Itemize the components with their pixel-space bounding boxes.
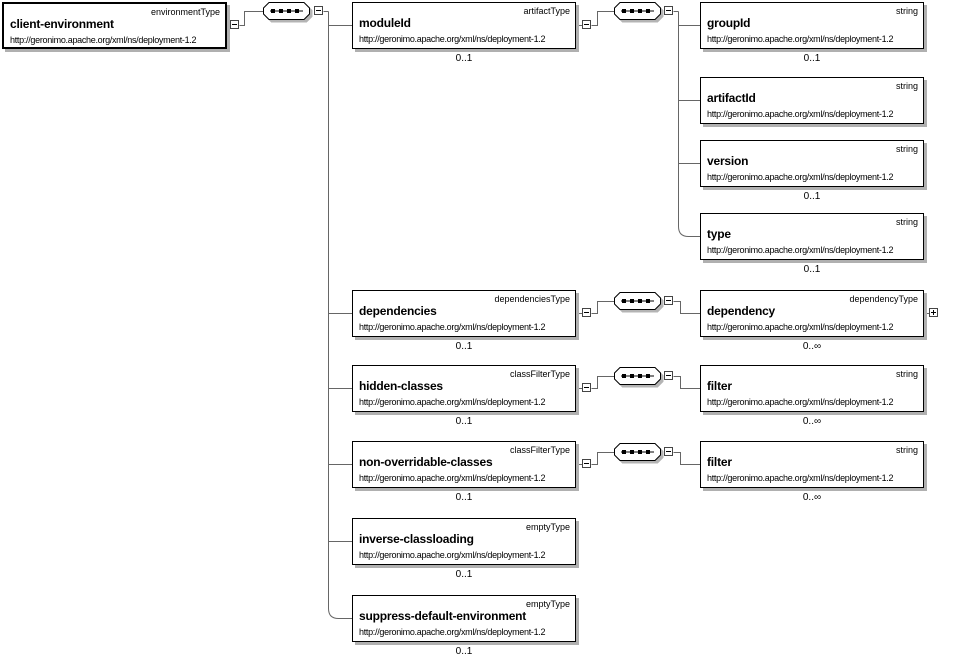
sequence-icon[interactable] <box>614 443 664 464</box>
collapse-icon[interactable] <box>314 6 323 15</box>
element-name: version <box>707 154 749 168</box>
collapse-icon[interactable] <box>230 20 239 29</box>
element-namespace: http://geronimo.apache.org/xml/ns/deploy… <box>359 550 546 560</box>
element-namespace: http://geronimo.apache.org/xml/ns/deploy… <box>707 172 894 182</box>
collapse-icon[interactable] <box>582 459 591 468</box>
type-label: string <box>895 369 918 379</box>
element-namespace: http://geronimo.apache.org/xml/ns/deploy… <box>707 473 894 483</box>
collapse-icon[interactable] <box>664 6 673 15</box>
collapse-icon[interactable] <box>664 371 673 380</box>
collapse-icon[interactable] <box>664 447 673 456</box>
collapse-icon[interactable] <box>582 308 591 317</box>
element-name: filter <box>707 455 732 469</box>
sequence-icon[interactable] <box>614 367 664 388</box>
occurrence-label: 0..1 <box>455 53 473 64</box>
element-namespace: http://geronimo.apache.org/xml/ns/deploy… <box>707 245 894 255</box>
occurrence-label: 0..1 <box>803 191 821 202</box>
occurrence-label: 0..1 <box>455 492 473 503</box>
element-inverse-classloading[interactable]: emptyType inverse-classloading http://ge… <box>352 518 576 565</box>
element-suppress-default-environment[interactable]: emptyType suppress-default-environment h… <box>352 595 576 642</box>
type-label: artifactType <box>523 6 570 16</box>
element-name: type <box>707 227 731 241</box>
element-namespace: http://geronimo.apache.org/xml/ns/deploy… <box>707 322 894 332</box>
occurrence-label: 0..1 <box>803 264 821 275</box>
type-label: classFilterType <box>509 369 570 379</box>
element-hidden-classes[interactable]: classFilterType hidden-classes http://ge… <box>352 365 576 412</box>
element-version[interactable]: string version http://geronimo.apache.or… <box>700 140 924 187</box>
type-label: environmentType <box>150 7 220 17</box>
occurrence-label: 0..1 <box>455 646 473 657</box>
occurrence-label: 0..∞ <box>802 492 822 503</box>
element-filter[interactable]: string filter http://geronimo.apache.org… <box>700 441 924 488</box>
element-name: hidden-classes <box>359 379 443 393</box>
element-name: dependencies <box>359 304 437 318</box>
element-namespace: http://geronimo.apache.org/xml/ns/deploy… <box>359 627 546 637</box>
element-namespace: http://geronimo.apache.org/xml/ns/deploy… <box>707 34 894 44</box>
type-label: string <box>895 144 918 154</box>
occurrence-label: 0..1 <box>803 53 821 64</box>
element-moduleId[interactable]: artifactType moduleId http://geronimo.ap… <box>352 2 576 49</box>
type-label: string <box>895 81 918 91</box>
element-non-overridable-classes[interactable]: classFilterType non-overridable-classes … <box>352 441 576 488</box>
type-label: string <box>895 217 918 227</box>
collapse-icon[interactable] <box>582 383 591 392</box>
type-label: dependencyType <box>849 294 918 304</box>
type-label: classFilterType <box>509 445 570 455</box>
sequence-icon[interactable] <box>263 2 313 23</box>
element-client-environment[interactable]: environmentType client-environment http:… <box>2 2 227 49</box>
element-type[interactable]: string type http://geronimo.apache.org/x… <box>700 213 924 260</box>
element-dependencies[interactable]: dependenciesType dependencies http://ger… <box>352 290 576 337</box>
collapse-icon[interactable] <box>664 296 673 305</box>
element-dependency[interactable]: dependencyType dependency http://geronim… <box>700 290 924 337</box>
element-namespace: http://geronimo.apache.org/xml/ns/deploy… <box>359 322 546 332</box>
element-namespace: http://geronimo.apache.org/xml/ns/deploy… <box>707 109 894 119</box>
element-namespace: http://geronimo.apache.org/xml/ns/deploy… <box>707 397 894 407</box>
element-name: inverse-classloading <box>359 532 474 546</box>
element-namespace: http://geronimo.apache.org/xml/ns/deploy… <box>359 397 546 407</box>
collapse-icon[interactable] <box>582 20 591 29</box>
element-artifactId[interactable]: string artifactId http://geronimo.apache… <box>700 77 924 124</box>
element-filter[interactable]: string filter http://geronimo.apache.org… <box>700 365 924 412</box>
element-name: filter <box>707 379 732 393</box>
element-namespace: http://geronimo.apache.org/xml/ns/deploy… <box>359 473 546 483</box>
element-namespace: http://geronimo.apache.org/xml/ns/deploy… <box>10 35 197 45</box>
element-namespace: http://geronimo.apache.org/xml/ns/deploy… <box>359 34 546 44</box>
occurrence-label: 0..∞ <box>802 416 822 427</box>
occurrence-label: 0..1 <box>455 341 473 352</box>
type-label: emptyType <box>525 599 570 609</box>
element-name: groupId <box>707 16 751 30</box>
type-label: string <box>895 445 918 455</box>
element-name: dependency <box>707 304 776 318</box>
element-name: moduleId <box>359 16 411 30</box>
occurrence-label: 0..∞ <box>802 341 822 352</box>
type-label: emptyType <box>525 522 570 532</box>
element-name: artifactId <box>707 91 756 105</box>
occurrence-label: 0..1 <box>455 569 473 580</box>
element-groupId[interactable]: string groupId http://geronimo.apache.or… <box>700 2 924 49</box>
sequence-icon[interactable] <box>614 2 664 23</box>
type-label: string <box>895 6 918 16</box>
element-name: client-environment <box>10 17 114 31</box>
type-label: dependenciesType <box>494 294 570 304</box>
element-name: non-overridable-classes <box>359 455 493 469</box>
expand-icon[interactable] <box>929 308 938 317</box>
sequence-icon[interactable] <box>614 292 664 313</box>
occurrence-label: 0..1 <box>455 416 473 427</box>
element-name: suppress-default-environment <box>359 609 527 623</box>
